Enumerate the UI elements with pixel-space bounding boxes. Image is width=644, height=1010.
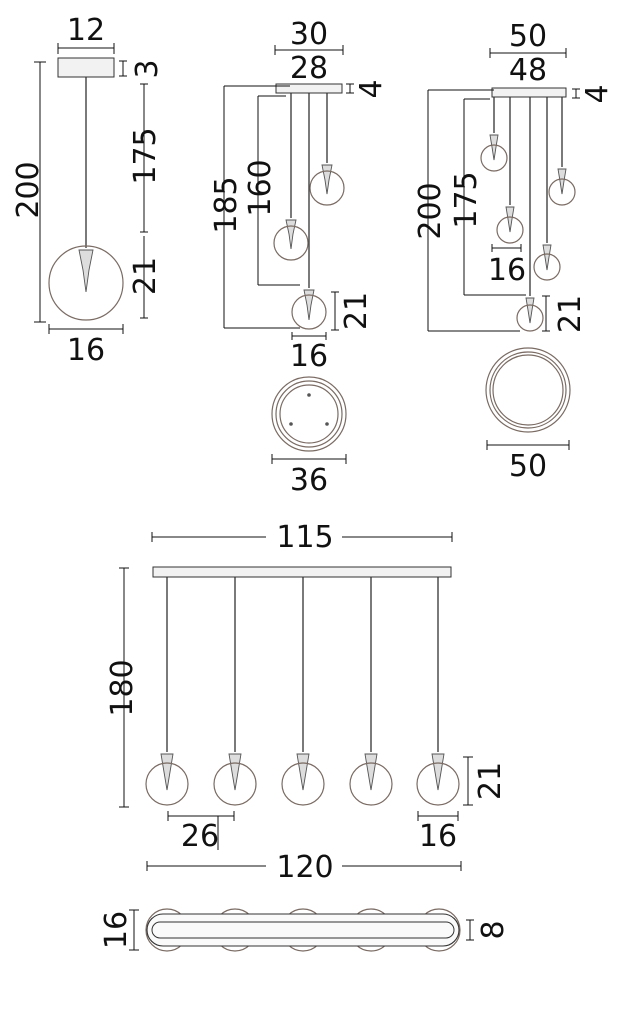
linear-globe-height: 21: [473, 762, 508, 800]
triple-plan-outer: [271, 376, 347, 452]
five-plan-diameter: 50: [509, 449, 547, 484]
linear-total-height: 180: [105, 659, 140, 716]
linear-overall-length: 120: [276, 850, 333, 885]
linear-plan-inner: 8: [476, 920, 511, 939]
linear-globe: [349, 762, 393, 806]
linear-plan-depth: 16: [99, 911, 134, 949]
single-pendant: 12 3 200 175 21 16: [11, 13, 165, 368]
five-canopy-inner: 48: [509, 53, 547, 88]
triple-globe-height: 21: [339, 292, 374, 330]
linear-pendant: 115 180 21 26 1: [99, 520, 511, 952]
single-globe-width: 16: [67, 333, 105, 368]
five-pendant: 50 48 4 200 175 16 21: [413, 19, 615, 484]
five-globe-width: 16: [488, 253, 526, 288]
single-cord-length: 175: [128, 127, 163, 184]
single-canopy: [57, 57, 115, 78]
linear-plan-view: [145, 908, 461, 952]
five-mid-height: 175: [449, 171, 484, 228]
five-total-height: 200: [413, 182, 448, 239]
five-plan-outer: [485, 347, 571, 433]
single-holder: [78, 249, 94, 293]
triple-mid-height: 160: [243, 159, 278, 216]
five-canopy: [491, 87, 567, 98]
five-globe-lowest: [516, 304, 544, 332]
linear-globe: [145, 762, 189, 806]
triple-pendant: 30 28 4 185 160 21 16: [209, 17, 389, 498]
linear-bar: [152, 566, 452, 578]
single-globe: [48, 245, 124, 321]
linear-bar-length: 115: [276, 520, 333, 555]
linear-globe-width: 16: [419, 819, 457, 854]
single-canopy-height: 3: [130, 59, 165, 78]
triple-canopy-inner: 28: [290, 51, 328, 86]
five-globe-height: 21: [553, 295, 588, 333]
single-globe-height: 21: [128, 257, 163, 295]
triple-canopy-outer: 30: [290, 17, 328, 52]
single-total-height: 200: [11, 161, 46, 218]
single-canopy-width: 12: [67, 13, 105, 48]
triple-canopy-height: 4: [354, 79, 389, 98]
linear-globe: [416, 762, 460, 806]
linear-globe-spacing: 26: [181, 819, 219, 854]
five-canopy-outer: 50: [509, 19, 547, 54]
triple-globe-width: 16: [290, 339, 328, 374]
triple-globe-lower: [291, 294, 327, 330]
triple-globe-middle: [273, 225, 309, 261]
triple-canopy: [275, 83, 343, 94]
triple-globe-upper: [309, 170, 345, 206]
linear-globe: [213, 762, 257, 806]
five-canopy-height: 4: [580, 84, 615, 103]
linear-globe: [281, 762, 325, 806]
linear-globes: [145, 577, 460, 806]
triple-total-height: 185: [209, 176, 244, 233]
triple-plan-diameter: 36: [290, 463, 328, 498]
